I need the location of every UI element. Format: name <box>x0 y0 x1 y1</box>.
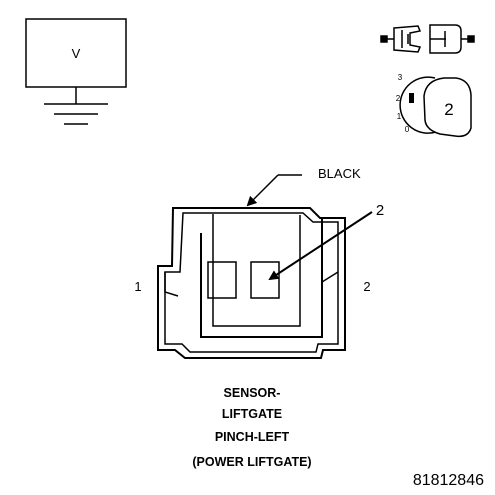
connector-face <box>157 207 346 359</box>
ignition-selected-position: 2 <box>444 100 453 119</box>
connector-latch-left <box>164 272 179 297</box>
connector-key-ridge <box>212 214 301 237</box>
pin-2-leader-arrow <box>268 211 373 281</box>
black-label: BLACK <box>318 166 361 181</box>
ignition-position-marker <box>409 93 414 103</box>
ignition-scale-1: 1 <box>397 112 402 121</box>
pin-label-left: 1 <box>134 279 141 294</box>
ignition-key-head <box>423 77 472 138</box>
ground-icon <box>44 87 108 125</box>
caption-line-1: SENSOR- <box>224 386 281 400</box>
connector-caption: SENSOR- LIFTGATE PINCH-LEFT (POWER LIFTG… <box>192 386 311 469</box>
black-callout: BLACK <box>246 166 361 207</box>
ignition-scale-2: 2 <box>396 94 401 103</box>
pin-label-right: 2 <box>363 279 370 294</box>
connector-shell <box>157 207 346 359</box>
connector-cavity-outer <box>200 218 323 338</box>
voltmeter-symbol: V <box>25 18 127 125</box>
connector-disconnect-icon <box>380 24 475 54</box>
connector-cavity-inner <box>212 229 301 327</box>
voltmeter-label: V <box>72 46 81 61</box>
pin-2-callout: 2 <box>268 202 384 281</box>
figure-id: 81812846 <box>413 472 484 489</box>
ignition-key-icon: 2 3 2 1 0 <box>396 73 472 138</box>
connector-latch-right <box>321 271 339 318</box>
pin-2-callout-label: 2 <box>376 202 384 219</box>
pin-cavity-2 <box>250 261 280 299</box>
ignition-scale-0: 0 <box>405 125 410 134</box>
caption-line-2: LIFTGATE <box>222 407 282 421</box>
black-leader-arrow <box>246 174 279 207</box>
pin-cavity-1 <box>207 261 237 299</box>
caption-line-3: PINCH-LEFT <box>215 430 290 444</box>
ignition-scale-3: 3 <box>398 73 403 82</box>
caption-line-4: (POWER LIFTGATE) <box>192 455 311 469</box>
